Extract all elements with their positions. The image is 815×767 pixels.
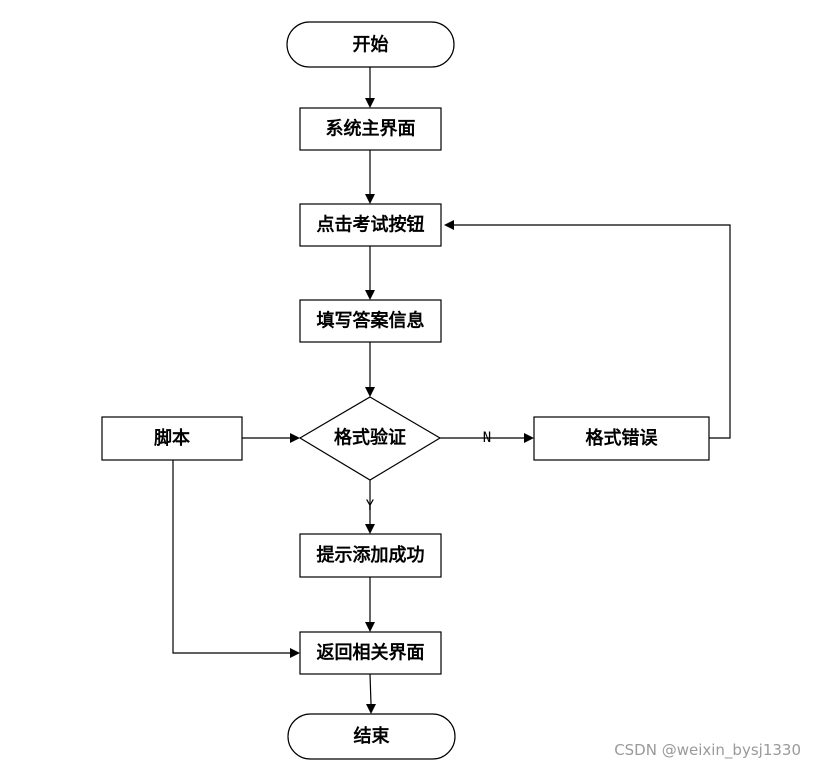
success-prompt-box xyxy=(299,533,442,578)
fill-answers-label: 填写答案信息 xyxy=(317,310,425,332)
watermark-text: CSDN @weixin_bysj1330 xyxy=(614,741,801,759)
success-prompt-label: 提示添加成功 xyxy=(317,544,425,566)
arrowhead xyxy=(365,194,375,204)
return-page-box xyxy=(299,631,442,675)
edge-return-to-end xyxy=(369,673,372,705)
main-screen-box xyxy=(299,107,442,151)
edge-labels: N Y xyxy=(366,430,491,514)
format-check-decision xyxy=(298,396,442,481)
arrowhead xyxy=(366,704,376,714)
start-label: 开始 xyxy=(353,34,389,56)
arrowhead xyxy=(365,622,375,632)
edge-label-no: N xyxy=(483,430,491,446)
arrowhead xyxy=(524,433,534,443)
edges xyxy=(172,67,731,714)
edge-script-to-return xyxy=(172,460,290,654)
end-terminator xyxy=(287,713,456,760)
click-exam-label: 点击考试按钮 xyxy=(317,214,425,236)
script-label: 脚本 xyxy=(154,427,190,449)
format-error-label: 格式错误 xyxy=(586,427,659,449)
arrowhead xyxy=(290,433,300,443)
fill-answers-box xyxy=(299,299,442,343)
format-check-label: 格式验证 xyxy=(334,427,406,449)
main-screen-label: 系统主界面 xyxy=(326,118,416,140)
arrowhead xyxy=(290,648,300,658)
arrowhead xyxy=(365,290,375,300)
edge-label-yes: Y xyxy=(366,498,375,514)
click-exam-box xyxy=(299,203,442,247)
end-label: 结束 xyxy=(354,725,391,747)
return-page-label: 返回相关界面 xyxy=(317,642,425,664)
nodes: 开始 系统主界面 点击考试按钮 填写答案信息 格式验证 脚本 格式错误 提示添加… xyxy=(101,21,710,760)
edge-error-loop-back xyxy=(454,224,731,439)
start-terminator xyxy=(286,21,455,68)
arrowhead xyxy=(365,98,375,108)
arrowhead xyxy=(444,220,454,230)
script-box xyxy=(101,416,243,461)
format-error-box xyxy=(533,416,710,461)
arrowhead xyxy=(365,387,375,397)
arrowhead xyxy=(365,524,375,534)
